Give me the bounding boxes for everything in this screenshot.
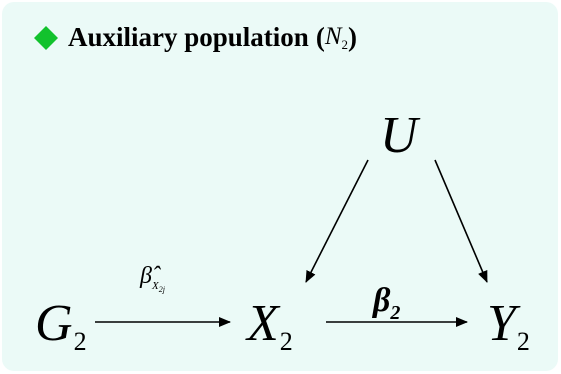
node-u: U [380, 107, 418, 164]
diamond-bullet-icon [34, 25, 58, 50]
panel-header: Auxiliary population ( N2 ) [34, 22, 357, 53]
diagram-panel [2, 2, 558, 371]
arrow-u-to-y2 [434, 159, 488, 283]
header-open-paren: ( [315, 22, 325, 52]
node-g2: G2 [35, 295, 87, 356]
header-symbol-subscript: 2 [341, 36, 349, 52]
header-title: Auxiliary population [68, 22, 309, 52]
edge-label-beta-hat: β̂X2j [140, 263, 165, 294]
node-x2: X2 [247, 295, 293, 356]
header-close-paren: ) [348, 22, 357, 52]
header-symbol: N2 [324, 22, 349, 52]
edge-label-beta-2: β2 [373, 282, 401, 324]
node-y2: Y2 [487, 295, 530, 356]
arrow-u-to-x2 [305, 159, 369, 283]
